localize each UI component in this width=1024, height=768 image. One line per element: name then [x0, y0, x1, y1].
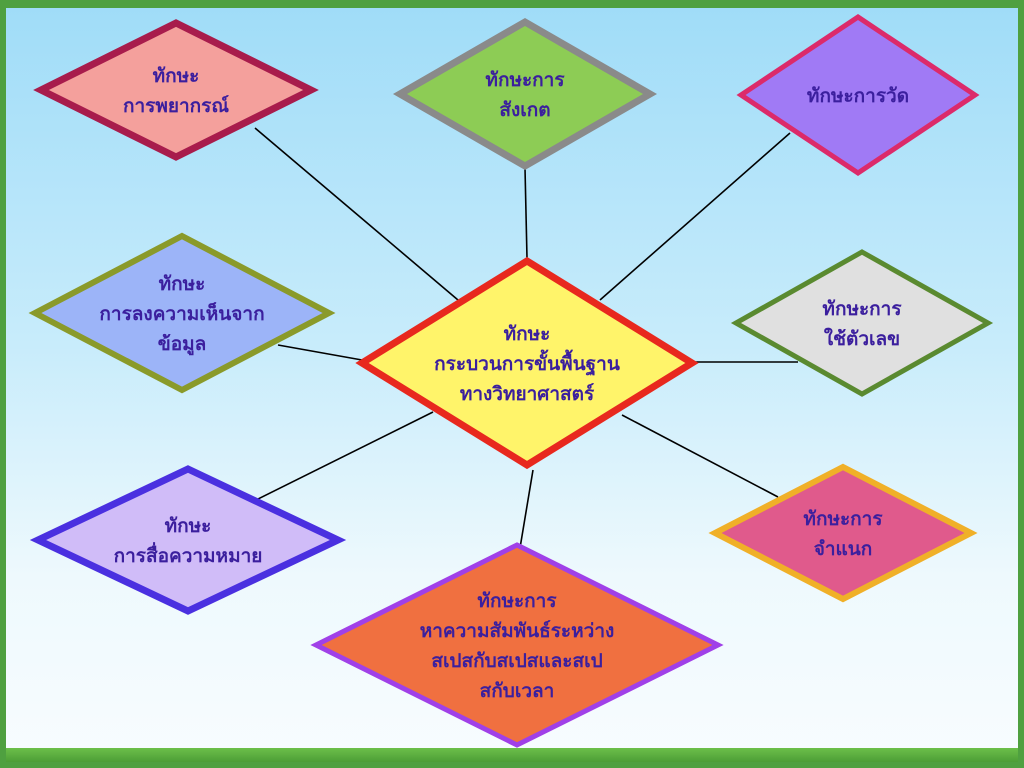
node-label-line: หาความสัมพันธ์ระหว่าง [420, 620, 615, 642]
node-label-line: กระบวนการขั้นพื้นฐาน [434, 349, 620, 377]
node-label-line: ใช้ตัวเลข [824, 327, 900, 350]
node-label-line: จำแนก [814, 538, 873, 560]
node-label-line: การสื่อความหมาย [114, 542, 263, 567]
diamond-shape [392, 17, 658, 171]
node-label-line: ทักษะการ [803, 508, 883, 530]
connector-space-time [519, 469, 534, 549]
diamond-shape [736, 13, 980, 177]
node-space-time: ทักษะการหาความสัมพันธ์ระหว่างสเปสกับสเปส… [310, 542, 724, 748]
node-label-line: ทักษะการ [822, 298, 902, 320]
connector-observation [524, 167, 528, 259]
node-label-line: สกับเวลา [480, 680, 555, 702]
connector-classification [621, 414, 779, 498]
node-label-line: ทางวิทยาศาสตร์ [460, 383, 595, 405]
diamond-shape [708, 463, 978, 603]
connector-prediction [254, 127, 459, 301]
diamond-shape [355, 256, 699, 470]
node-label-line: ทักษะการ [477, 590, 557, 612]
connector-inference [277, 344, 363, 361]
node-measurement: ทักษะการวัด [736, 13, 980, 177]
node-label-line: ทักษะ [165, 515, 212, 537]
node-label-line: ทักษะการ [485, 69, 565, 91]
node-label-line: สเปสกับสเปสและสเป [431, 650, 602, 672]
node-label-line: ทักษะการวัด [807, 85, 909, 107]
node-label-line: การพยากรณ์ [123, 95, 229, 117]
connector-communication [249, 411, 434, 504]
node-label-line: ทักษะ [153, 65, 200, 87]
node-label-line: การลงความเห็นจาก [99, 301, 264, 325]
connector-measurement [599, 132, 791, 301]
diamond-shape [29, 465, 347, 615]
node-label-line: สังเกต [499, 99, 550, 121]
diamond-shape [33, 19, 319, 161]
node-label-line: ทักษะ [504, 323, 551, 345]
diamond-shape [730, 249, 994, 397]
node-label-line: ข้อมูล [158, 333, 207, 356]
diamond-shape [28, 232, 336, 394]
node-label-line: ทักษะ [159, 273, 206, 295]
diamond-shape [310, 542, 724, 748]
